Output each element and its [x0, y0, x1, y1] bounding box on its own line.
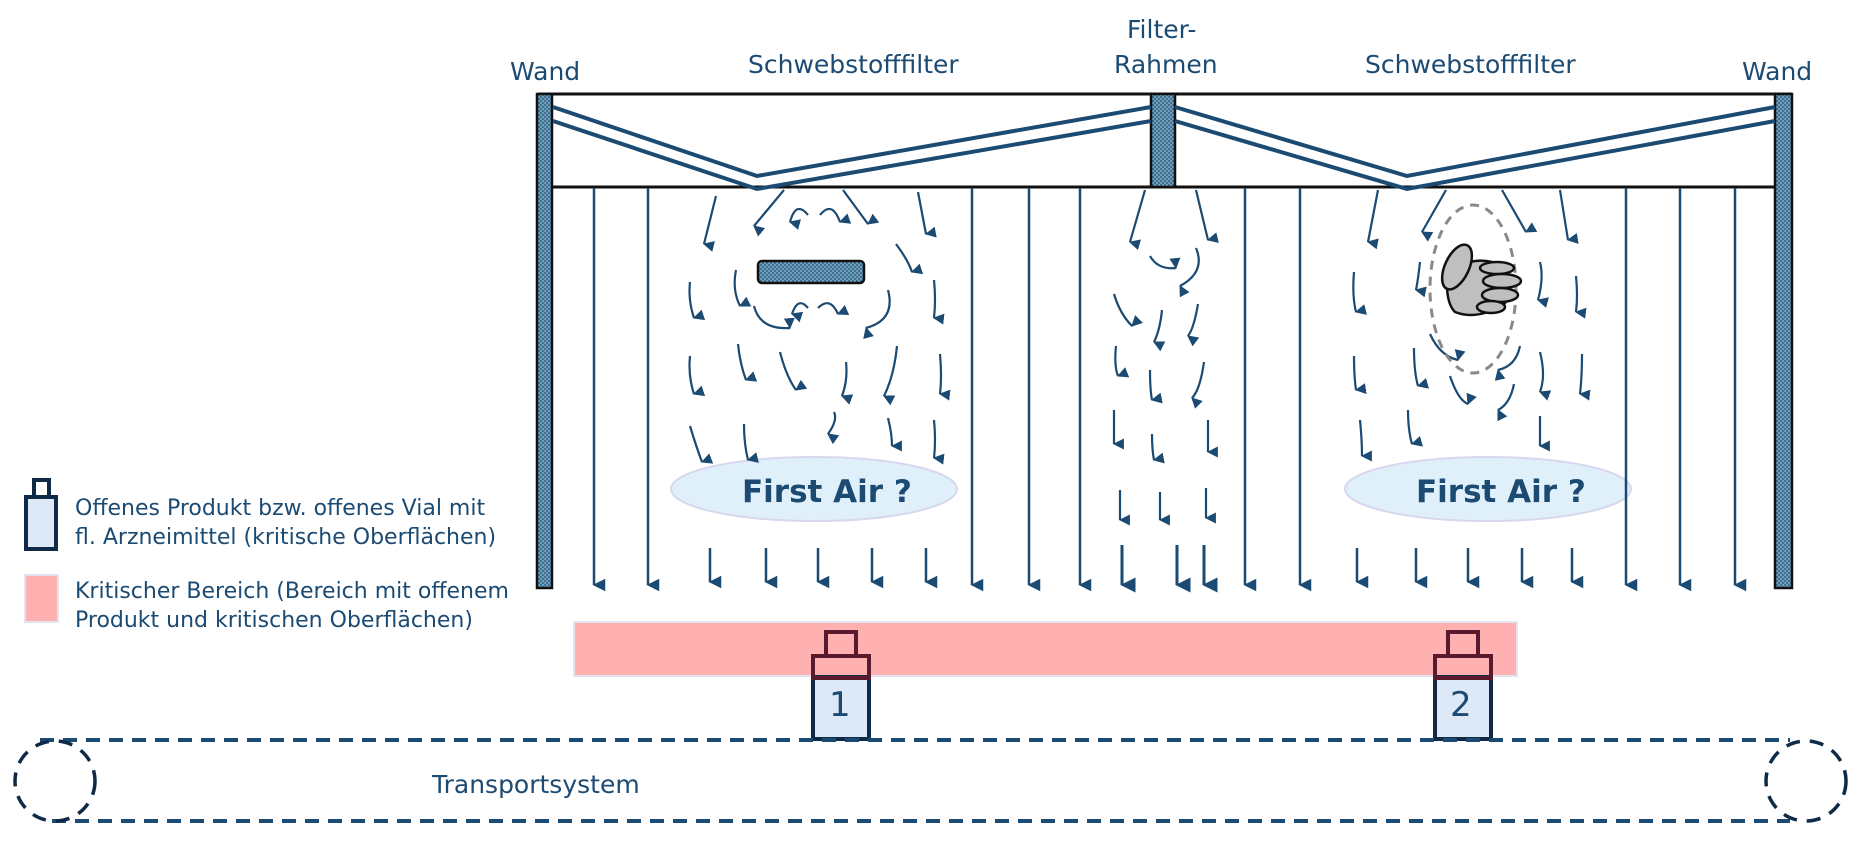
turbulent-arrow	[932, 279, 945, 325]
turbulence-zone-outline	[1428, 203, 1518, 375]
filter-frame	[1149, 92, 1177, 189]
turbulent-arrow	[883, 345, 899, 406]
turbulent-arrow	[1494, 345, 1522, 381]
vial-2-number: 2	[1450, 685, 1472, 725]
turbulent-arrow	[817, 302, 850, 316]
turbulent-arrow	[688, 281, 706, 321]
turbulent-arrow	[1501, 189, 1538, 233]
turbulent-arrow	[863, 289, 891, 339]
legend-critical-line1: Kritischer Bereich (Bereich mit offenem	[75, 579, 509, 604]
turbulent-arrow	[1538, 351, 1552, 401]
turbulent-arrow	[1153, 309, 1166, 352]
filter-left-label: Schwebstofffilter	[748, 50, 959, 79]
first-air-label-right: First Air ?	[1416, 474, 1586, 510]
turbulent-arrow	[752, 305, 795, 330]
frame-label-line2: Rahmen	[1114, 50, 1218, 79]
legend-critical-swatch	[24, 574, 59, 623]
transport-label: Transportsystem	[431, 770, 640, 799]
turbulent-arrow	[886, 417, 902, 452]
turbulent-arrow	[1366, 189, 1380, 250]
turbulent-arrow	[1112, 293, 1143, 327]
transport-system	[13, 738, 1848, 823]
turbulent-arrow	[827, 411, 840, 445]
legend-vial-icon	[24, 478, 58, 551]
turbulent-arrow	[1128, 189, 1147, 251]
wall-left	[535, 92, 554, 590]
filter-right-label: Schwebstofffilter	[1365, 50, 1576, 79]
turbulent-arrow	[842, 189, 880, 225]
turbulent-arrow	[1414, 261, 1427, 298]
roller-right	[1764, 739, 1848, 823]
filter-right-pleat	[1174, 105, 1776, 192]
turbulent-arrow	[753, 189, 785, 237]
turbulent-arrow	[1406, 409, 1424, 447]
turbulent-arrow	[1148, 369, 1163, 404]
turbulent-arrow	[736, 343, 758, 382]
turbulent-arrow	[819, 207, 852, 224]
wall-right-label: Wand	[1742, 57, 1812, 86]
turbulent-arrow	[1497, 383, 1516, 422]
filter-left-pleat	[552, 105, 1152, 192]
turbulent-arrow	[778, 351, 808, 391]
turbulent-arrow	[1150, 433, 1165, 464]
turbulent-arrow	[742, 423, 759, 463]
turbulent-arrow	[788, 207, 809, 230]
turbulent-arrow	[1352, 355, 1367, 395]
turbulent-arrow	[1352, 271, 1367, 315]
wall-left-label: Wand	[510, 57, 580, 86]
turbulent-flow-arrows	[688, 189, 1591, 526]
laminar-flow-arrows	[592, 188, 1747, 593]
legend-vial-line1: Offenes Produkt bzw. offenes Vial mit	[75, 496, 485, 521]
vial-1-number: 1	[829, 685, 851, 725]
turbulent-arrow	[688, 425, 714, 464]
turbulent-arrow	[733, 269, 752, 307]
turbulent-arrow	[1358, 419, 1372, 462]
bar-obstacle	[756, 259, 866, 285]
turbulent-arrow	[790, 302, 809, 323]
turbulent-arrow	[932, 419, 945, 465]
turbulent-arrow	[1149, 255, 1181, 270]
turbulent-arrow	[688, 355, 706, 397]
turbulent-arrow	[1114, 345, 1130, 378]
turbulent-arrow	[1187, 303, 1200, 347]
legend-vial-line2: fl. Arzneimittel (kritische Oberflächen)	[75, 525, 496, 550]
first-air-ellipse-right	[1344, 456, 1632, 522]
turbulent-arrow	[1536, 261, 1549, 308]
vial-1: 1	[811, 630, 871, 741]
turbulent-arrow	[916, 191, 937, 238]
turbulent-arrow	[1194, 189, 1219, 244]
turbulent-arrow	[1448, 375, 1477, 406]
turbulent-arrow	[1558, 189, 1579, 244]
turbulent-arrow	[1191, 361, 1206, 409]
turbulent-arrow	[938, 353, 951, 401]
turbulent-arrow	[1428, 333, 1466, 362]
turbulent-arrow	[1421, 189, 1447, 242]
turbulent-arrow	[895, 243, 924, 275]
critical-zone	[573, 621, 1518, 677]
first-air-ellipse-left	[670, 456, 958, 522]
turbulent-arrow	[702, 195, 718, 252]
turbulent-arrow	[1578, 353, 1591, 401]
vial-2: 2	[1433, 630, 1493, 741]
gloved-hand-icon	[1440, 243, 1523, 317]
legend-critical-line2: Produkt und kritischen Oberflächen)	[75, 608, 473, 633]
turbulent-arrow	[1574, 275, 1587, 319]
wall-right	[1773, 92, 1794, 590]
first-air-label-left: First Air ?	[742, 474, 912, 510]
legend: Offenes Produkt bzw. offenes Vial mit fl…	[24, 478, 509, 633]
turbulent-arrow	[840, 361, 854, 405]
turbulent-arrow	[1412, 347, 1430, 389]
frame-label-line1: Filter-	[1127, 15, 1196, 44]
roller-left	[13, 739, 97, 823]
turbulent-arrow	[1179, 247, 1200, 298]
